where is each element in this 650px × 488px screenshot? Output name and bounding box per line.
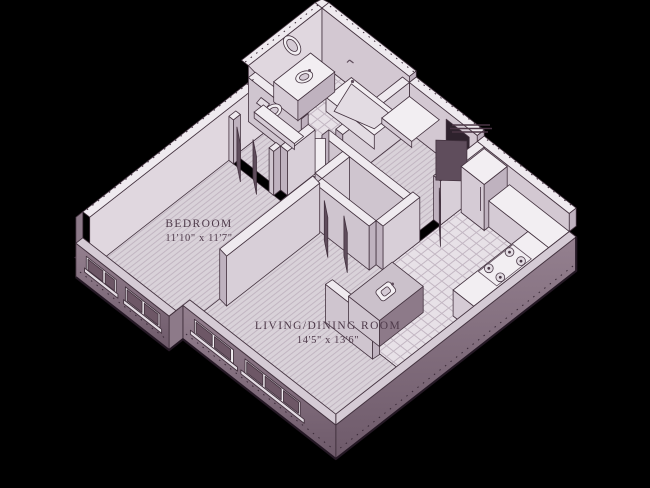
window-pane (126, 289, 143, 313)
window-sill (189, 329, 238, 372)
vanity-mirror (282, 35, 302, 56)
closet-divider-cap (280, 145, 288, 196)
bedroom-windows (84, 255, 163, 334)
window-sill (84, 267, 119, 299)
front-walls (75, 231, 577, 460)
ne-wall-east-endcap (568, 207, 577, 232)
kitchen-island (347, 261, 424, 348)
window-pane (214, 336, 232, 361)
window-sill (123, 299, 163, 334)
labels: BEDROOM 11'10" x 11'7" LIVING/DINING ROO… (165, 218, 401, 346)
living-windows (189, 318, 305, 424)
sink-basin-icon (299, 73, 310, 81)
jog-wall-top (168, 304, 184, 317)
tub-faucet-icon (350, 79, 355, 84)
sink-faucet-icon (308, 69, 311, 72)
window-pane (283, 390, 299, 414)
living-sw-wall-top (182, 299, 337, 426)
entry-closet-shelf (381, 95, 440, 149)
entry-door (435, 139, 468, 182)
window-pane (246, 361, 264, 386)
vanity-sink (273, 52, 336, 122)
details (75, 4, 578, 461)
bathtub (325, 59, 401, 150)
stove-burners-icon (483, 247, 526, 283)
shower-fixture-icon (346, 59, 354, 64)
hall-closet-door-1 (323, 200, 329, 258)
bedroom-closet-wall-seg2-cap (273, 145, 282, 196)
wall-tick-marks (79, 4, 575, 450)
hall-closet-door-2 (343, 215, 348, 273)
island-sink (375, 281, 397, 302)
island-faucet-icon (391, 282, 394, 286)
bedroom-closet-door-2 (252, 139, 257, 195)
bedroom-dimensions: 11'10" x 11'7" (165, 233, 232, 244)
window-sill (240, 369, 305, 424)
kitchen-wall-seg1-cap (433, 175, 441, 226)
bedroom-closet-shelf (253, 104, 305, 151)
hall-closet-wall-cap (368, 220, 377, 271)
kitchen-wall-seg2-cap (375, 220, 384, 271)
closet-fixtures (236, 95, 468, 273)
base-outline (75, 236, 578, 461)
entry-step-marker (450, 124, 492, 133)
bedroom-label: BEDROOM (165, 218, 232, 230)
range-cooktop (477, 243, 532, 287)
living-dining-dimensions: 14'5" x 13'6" (297, 335, 359, 346)
bedroom-closet-wall-seg2 (268, 147, 275, 196)
window-pane (143, 302, 159, 326)
bedroom-closet-wall-seg1 (228, 115, 234, 165)
living-dining-label: LIVING/DINING ROOM (255, 320, 401, 332)
bedroom-living-wall-cap (219, 248, 228, 307)
kitchen-door (438, 187, 441, 247)
bedroom-closet-door-1 (236, 126, 241, 182)
window-pane (195, 321, 213, 347)
window-pane (264, 375, 282, 401)
